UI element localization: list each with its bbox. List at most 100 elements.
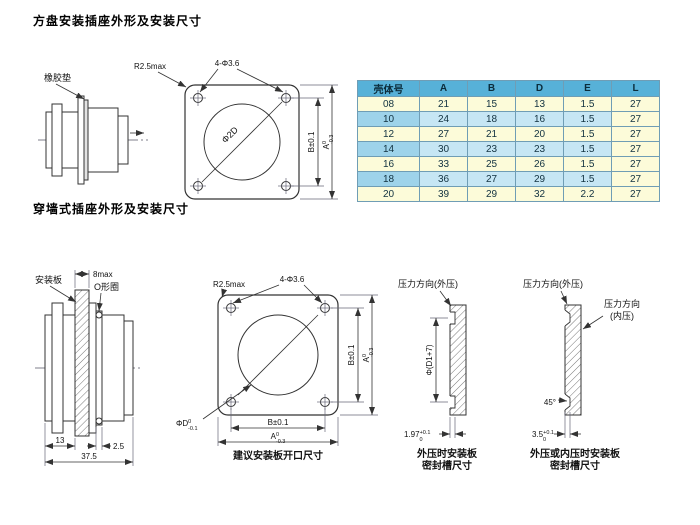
table-cell: 30 — [419, 141, 468, 157]
pressure-in-arrow — [582, 315, 604, 330]
table-cell: 08 — [357, 96, 420, 112]
table-cell: 23 — [467, 141, 516, 157]
dim-37-5-label: 37.5 — [81, 452, 97, 461]
diameter-line — [237, 314, 319, 396]
caption-external-1: 外压时安装板 — [416, 447, 478, 460]
table-cell: 20 — [357, 186, 420, 202]
dim-2-5: 2.5 — [87, 427, 125, 451]
holes-leader — [199, 68, 219, 93]
dim-a-label: A0-0.3 — [271, 432, 286, 445]
dim-a-label: A0-0.3 — [322, 135, 335, 150]
table-cell: 12 — [357, 126, 420, 142]
table-header-cell: L — [611, 80, 660, 97]
table-cell: 1.5 — [563, 156, 612, 172]
wall-mount-side-view: 8max 安装板 O形圈 13 2.5 37.5 — [35, 270, 142, 466]
plate-section — [564, 304, 582, 416]
oring-section — [95, 417, 103, 425]
phid-label: ΦD0-0.1 — [176, 419, 198, 432]
dim-b-bottom: B±0.1 — [230, 408, 326, 432]
table-cell: 24 — [419, 111, 468, 127]
table-cell: 16 — [357, 156, 420, 172]
table-cell: 23 — [515, 141, 564, 157]
plate-leader — [49, 285, 77, 303]
receptacle-side-view — [38, 95, 148, 185]
section2-title: 穿墙式插座外形及安装尺寸 — [33, 202, 190, 216]
table-cell: 27 — [611, 186, 660, 202]
table-cell: 21 — [467, 126, 516, 142]
table-cell: 29 — [515, 171, 564, 187]
groove-notch — [450, 395, 456, 409]
mounting-hole — [223, 300, 239, 316]
table-cell: 27 — [611, 171, 660, 187]
pressure-in-label-1: 压力方向 — [604, 298, 640, 309]
holes-label: 4-Φ3.6 — [280, 275, 305, 284]
rubber-pad-label: 橡胶垫 — [44, 72, 71, 83]
table-cell: 39 — [419, 186, 468, 202]
dim-a-bottom: A0-0.3 — [217, 417, 339, 446]
holes-leader — [303, 284, 323, 304]
table-cell: 27 — [611, 141, 660, 157]
dim-b-label: B±0.1 — [268, 418, 289, 427]
groove-notch — [450, 311, 456, 325]
table-cell: 13 — [515, 96, 564, 112]
cutout-front-view: R2.5max 4-Φ3.6 B±0.1 A0-0.3 B±0.1 A0-0.3… — [176, 275, 378, 462]
section1-title: 方盘安装插座外形及安装尺寸 — [33, 14, 203, 28]
table-cell: 27 — [467, 171, 516, 187]
table-cell: 15 — [467, 96, 516, 112]
pressure-arrow — [439, 290, 452, 307]
rubber-pad-leader — [55, 83, 85, 100]
table-cell: 27 — [611, 96, 660, 112]
dim-a: A0-0.3 — [300, 84, 338, 200]
chamfered-notch — [564, 309, 571, 327]
table-cell: 26 — [515, 156, 564, 172]
table-cell: 32 — [515, 186, 564, 202]
dim-a-label: A0-0.3 — [362, 348, 375, 363]
table-cell: 27 — [611, 156, 660, 172]
table-cell: 1.5 — [563, 111, 612, 127]
caption-recommended-opening: 建议安装板开口尺寸 — [232, 449, 323, 462]
mounting-plate — [74, 289, 90, 437]
table-header-row: 壳体号 A B D E L — [357, 80, 660, 97]
corner-radius-label: R2.5max — [213, 280, 245, 289]
chamfer-angle-label: 45° — [544, 398, 556, 407]
caption-external-2: 密封槽尺寸 — [422, 459, 472, 472]
table-cell: 1.5 — [563, 126, 612, 142]
dim-2-5-label: 2.5 — [113, 442, 125, 451]
table-cell: 10 — [357, 111, 420, 127]
corner-radius-leader — [157, 71, 187, 88]
table-cell: 1.5 — [563, 171, 612, 187]
table-cell: 21 — [419, 96, 468, 112]
table-cell: 14 — [357, 141, 420, 157]
oring-label: O形圈 — [94, 281, 119, 292]
mounting-hole — [317, 394, 333, 410]
mounting-hole — [278, 178, 294, 194]
oring-leader — [96, 292, 103, 312]
wall-mount-drawing: 8max 安装板 O形圈 13 2.5 37.5 R2.5max 4-Φ3.6 … — [35, 270, 640, 472]
mounting-hole — [190, 90, 206, 106]
rubber-gasket — [83, 99, 89, 181]
table-header-cell: D — [515, 80, 564, 97]
table-cell: 16 — [515, 111, 564, 127]
chamfer-leader — [557, 397, 568, 404]
table-cell: 27 — [419, 126, 468, 142]
pressure-direction-label: 压力方向(外压) — [398, 278, 458, 289]
corner-radius-label: R2.5max — [134, 62, 166, 71]
mounting-plate-label: 安装板 — [35, 274, 62, 285]
mounting-hole — [317, 300, 333, 316]
pressure-in-label-2: (内压) — [610, 310, 634, 321]
table-cell: 2.2 — [563, 186, 612, 202]
table-cell: 1.5 — [563, 141, 612, 157]
plate-section — [449, 304, 467, 416]
table-cell: 18 — [467, 111, 516, 127]
